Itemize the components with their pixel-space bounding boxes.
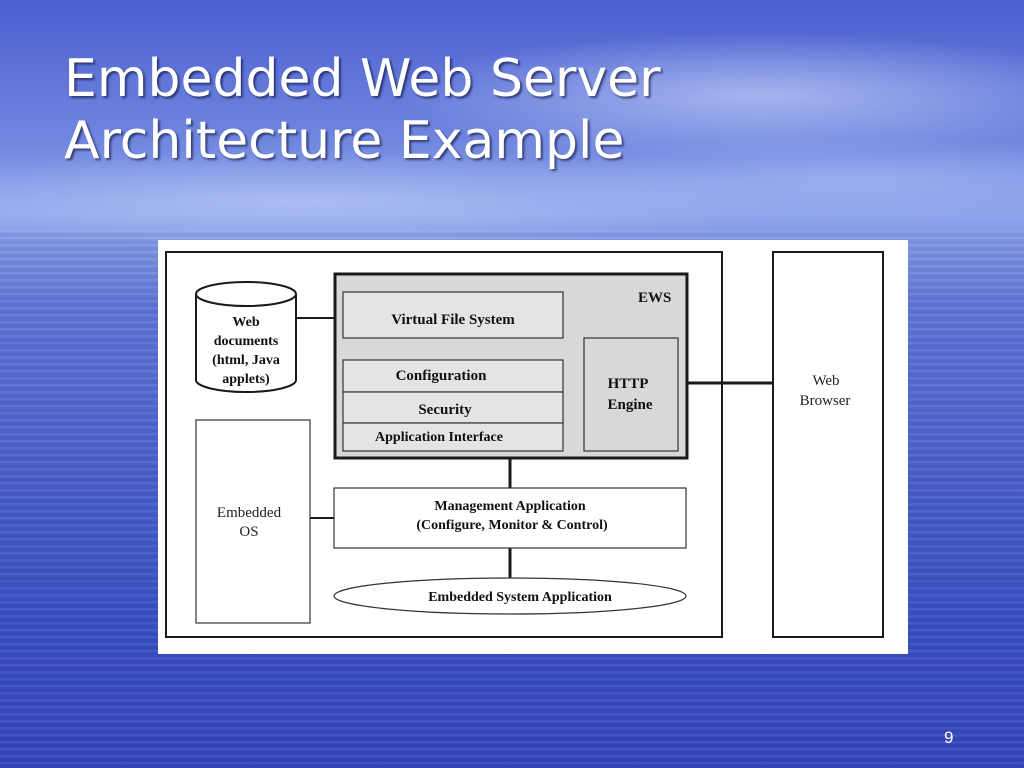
management-application-line-1: Management Application — [434, 499, 585, 514]
security-label: Security — [418, 402, 472, 418]
web-browser-line-2: Browser — [800, 393, 851, 409]
title-line-2: Architecture Example — [64, 111, 625, 171]
application-interface-label: Application Interface — [375, 430, 503, 445]
web-documents-cylinder — [195, 281, 297, 393]
ews-label: EWS — [638, 290, 671, 306]
http-engine-box — [583, 337, 679, 452]
configuration-box — [342, 359, 564, 393]
web-browser-line-1: Web — [812, 373, 839, 389]
http-engine-line-1: HTTP — [608, 376, 649, 392]
page-number: 9 — [944, 728, 954, 747]
embedded-os-box — [195, 419, 311, 624]
embedded-os-line-2: OS — [239, 524, 258, 540]
web-browser-box — [772, 251, 884, 638]
embedded-system-application-label: Embedded System Application — [428, 590, 612, 605]
diagram-svg: EWS Virtual File System Configuration Se… — [165, 251, 884, 638]
management-application-box — [333, 487, 687, 549]
web-documents-line-4: applets) — [222, 372, 270, 387]
configuration-label: Configuration — [396, 368, 488, 384]
web-documents-line-1: Web — [232, 315, 259, 330]
virtual-file-system-box — [342, 291, 564, 339]
application-interface-box — [342, 422, 564, 452]
device-boundary — [165, 251, 723, 638]
web-documents-line-2: documents — [214, 334, 279, 349]
http-engine-line-2: Engine — [607, 397, 652, 413]
embedded-os-line-1: Embedded — [217, 505, 282, 521]
security-box — [342, 391, 564, 424]
embedded-system-application-ellipse — [333, 577, 687, 615]
slide-title: Embedded Web Server Architecture Example — [64, 48, 660, 172]
virtual-file-system-label: Virtual File System — [391, 312, 515, 328]
web-documents-line-3: (html, Java — [212, 353, 280, 368]
title-line-1: Embedded Web Server — [64, 49, 661, 109]
architecture-diagram: EWS Virtual File System Configuration Se… — [158, 240, 908, 654]
management-application-line-2: (Configure, Monitor & Control) — [416, 518, 608, 533]
